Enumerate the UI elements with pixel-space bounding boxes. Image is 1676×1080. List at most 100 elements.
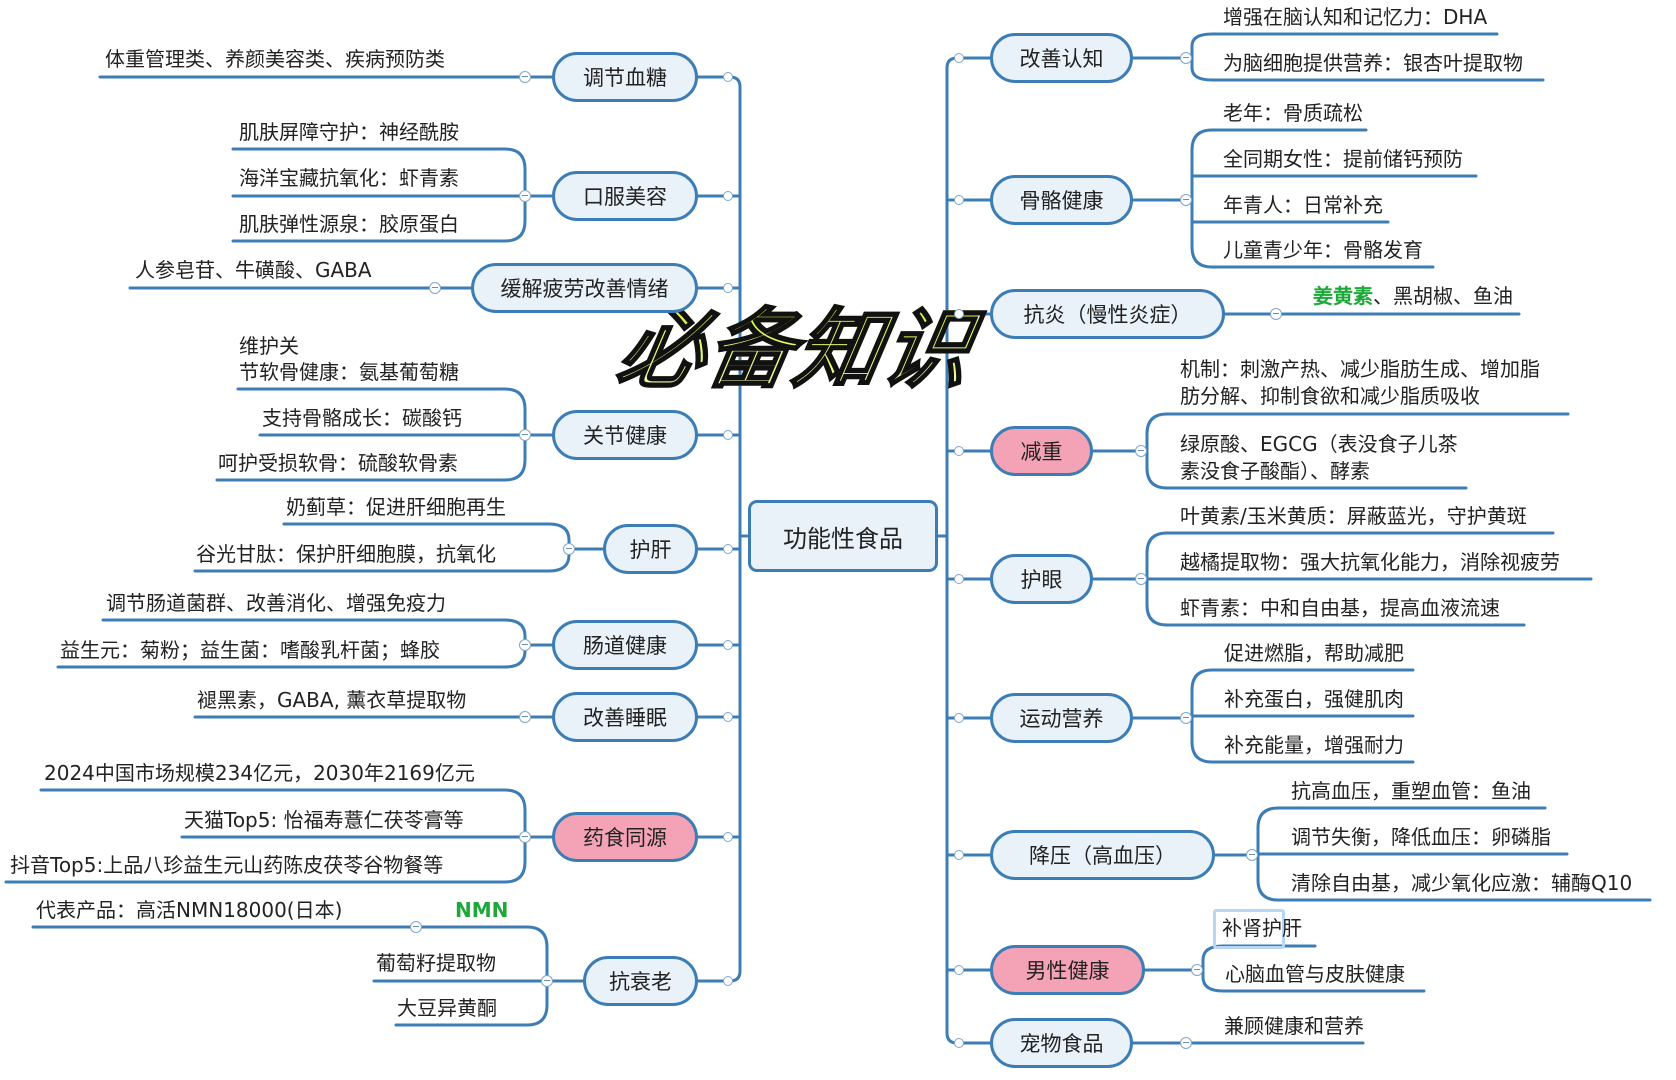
connector-dot[interactable] — [723, 712, 733, 722]
node-relieve-fatigue[interactable]: 缓解疲劳改善情绪 — [471, 263, 698, 313]
collapse-toggle[interactable] — [1191, 964, 1203, 976]
leaf-item[interactable]: 天猫Top5: 怡福寿薏仁茯苓膏等 — [184, 808, 464, 832]
collapse-toggle[interactable] — [1246, 849, 1258, 861]
collapse-toggle[interactable] — [519, 429, 531, 441]
leaf-item[interactable]: 全同期女性：提前储钙预防 — [1223, 147, 1463, 171]
node-anti-inflammation[interactable]: 抗炎（慢性炎症） — [990, 289, 1225, 339]
collapse-toggle[interactable] — [519, 190, 531, 202]
connector-dot[interactable] — [723, 544, 733, 554]
leaf-item[interactable]: 代表产品：高活NMN18000(日本) — [36, 898, 343, 922]
connector-dot[interactable] — [954, 53, 964, 63]
leaf-item[interactable]: 2024中国市场规模234亿元，2030年2169亿元 — [44, 761, 475, 785]
connector-dot[interactable] — [723, 976, 733, 986]
leaf-item[interactable]: 大豆异黄酮 — [397, 996, 497, 1020]
collapse-toggle[interactable] — [1270, 308, 1282, 320]
connector-dot[interactable] — [723, 430, 733, 440]
leaf-item[interactable]: 叶黄素/玉米黄质：屏蔽蓝光，守护黄斑 — [1180, 504, 1527, 528]
connector-dot[interactable] — [954, 965, 964, 975]
collapse-toggle[interactable] — [1180, 1037, 1192, 1049]
leaf-item[interactable]: 调节失衡，降低血压：卵磷脂 — [1291, 825, 1551, 849]
leaf-item[interactable]: 肌肤弹性源泉：胶原蛋白 — [239, 212, 459, 236]
collapse-toggle[interactable] — [519, 71, 531, 83]
leaf-item[interactable]: 老年：骨质疏松 — [1223, 101, 1363, 125]
collapse-toggle[interactable] — [563, 543, 575, 555]
leaf-item-line2[interactable]: 肪分解、抑制食欲和减少脂质吸收 — [1180, 384, 1480, 408]
connector-dot[interactable] — [954, 309, 964, 319]
connector-dot[interactable] — [954, 713, 964, 723]
collapse-toggle[interactable] — [1135, 573, 1147, 585]
leaf-item-line1[interactable]: 维护关 — [239, 334, 299, 358]
leaf-item[interactable]: 抗高血压，重塑血管：鱼油 — [1291, 779, 1531, 803]
leaf-item-line2[interactable]: 素没食子酸酯）、酵素 — [1180, 459, 1370, 483]
node-sports-nutrition[interactable]: 运动营养 — [990, 693, 1133, 743]
leaf-item[interactable]: 越橘提取物：强大抗氧化能力，消除视疲劳 — [1180, 550, 1560, 574]
leaf-item[interactable]: 虾青素：中和自由基，提高血液流速 — [1180, 596, 1500, 620]
leaf-item[interactable]: 人参皂苷、牛磺酸、GABA — [135, 258, 372, 282]
node-improve-cognition[interactable]: 改善认知 — [990, 33, 1133, 83]
node-bone-health[interactable]: 骨骼健康 — [990, 175, 1133, 225]
connector-dot[interactable] — [954, 446, 964, 456]
leaf-item[interactable]: 体重管理类、养颜美容类、疾病预防类 — [105, 47, 445, 71]
leaf-item[interactable]: 为脑细胞提供营养：银杏叶提取物 — [1223, 51, 1523, 75]
node-liver-protection[interactable]: 护肝 — [603, 524, 698, 574]
connector-dot[interactable] — [723, 283, 733, 293]
leaf-item-line1[interactable]: 绿原酸、EGCG（表没食子儿茶 — [1180, 432, 1458, 456]
node-eye-protection[interactable]: 护眼 — [990, 554, 1093, 604]
leaf-item[interactable]: 葡萄籽提取物 — [376, 951, 496, 975]
leaf-item[interactable]: 益生元：菊粉；益生菌：嗜酸乳杆菌；蜂胶 — [60, 638, 440, 662]
connector-dot[interactable] — [954, 850, 964, 860]
node-food-medicine-homology[interactable]: 药食同源 — [552, 812, 698, 862]
leaf-item[interactable]: 抖音Top5:上品八珍益生元山药陈皮茯苓谷物餐等 — [10, 853, 444, 877]
leaf-item[interactable]: 增强在脑认知和记忆力：DHA — [1223, 5, 1488, 29]
connector-dot[interactable] — [723, 832, 733, 842]
leaf-item-line2[interactable]: 节软骨健康：氨基葡萄糖 — [239, 360, 459, 384]
leaf-item[interactable]: 褪黑素，GABA, 薰衣草提取物 — [197, 688, 467, 712]
leaf-item[interactable]: 支持骨骼成长：碳酸钙 — [262, 406, 462, 430]
leaf-item[interactable]: 肌肤屏障守护：神经酰胺 — [239, 120, 459, 144]
collapse-toggle[interactable] — [1180, 712, 1192, 724]
connector-dot[interactable] — [723, 72, 733, 82]
node-anti-aging[interactable]: 抗衰老 — [583, 956, 698, 1006]
node-gut-health[interactable]: 肠道健康 — [552, 620, 698, 670]
collapse-toggle[interactable] — [1180, 194, 1192, 206]
leaf-item[interactable]: 儿童青少年：骨骼发育 — [1223, 238, 1423, 262]
connector-dot[interactable] — [954, 574, 964, 584]
leaf-item-line1[interactable]: 机制：刺激产热、减少脂肪生成、增加脂 — [1180, 357, 1540, 381]
leaf-item[interactable]: 心脑血管与皮肤健康 — [1225, 962, 1405, 986]
leaf-item-selected[interactable]: 补肾护肝 — [1222, 916, 1302, 940]
node-weight-loss[interactable]: 减重 — [990, 426, 1093, 476]
leaf-item[interactable]: 促进燃脂，帮助减肥 — [1224, 641, 1404, 665]
leaf-item[interactable]: 姜黄素、黑胡椒、鱼油 — [1313, 283, 1513, 309]
node-pet-food[interactable]: 宠物食品 — [990, 1018, 1133, 1068]
collapse-toggle[interactable] — [519, 711, 531, 723]
collapse-toggle[interactable] — [410, 921, 422, 933]
collapse-toggle[interactable] — [519, 639, 531, 651]
node-regulate-blood-sugar[interactable]: 调节血糖 — [552, 52, 698, 102]
collapse-toggle[interactable] — [1135, 445, 1147, 457]
collapse-toggle[interactable] — [1180, 52, 1192, 64]
node-men-health[interactable]: 男性健康 — [990, 945, 1145, 995]
leaf-item[interactable]: 补充蛋白，强健肌肉 — [1224, 687, 1404, 711]
connector-dot[interactable] — [723, 640, 733, 650]
leaf-item[interactable]: 谷光甘肽：保护肝细胞膜，抗氧化 — [196, 542, 496, 566]
node-lower-blood-pressure[interactable]: 降压（高血压） — [990, 830, 1215, 880]
leaf-item[interactable]: 兼顾健康和营养 — [1224, 1014, 1364, 1038]
collapse-toggle[interactable] — [429, 282, 441, 294]
leaf-item[interactable]: 补充能量，增强耐力 — [1224, 733, 1404, 757]
leaf-item[interactable]: 调节肠道菌群、改善消化、增强免疫力 — [106, 591, 446, 615]
collapse-toggle[interactable] — [519, 831, 531, 843]
connector-dot[interactable] — [954, 1038, 964, 1048]
leaf-item[interactable]: 奶蓟草：促进肝细胞再生 — [286, 495, 506, 519]
leaf-item[interactable]: 清除自由基，减少氧化应激：辅酶Q10 — [1291, 871, 1633, 895]
connector-dot[interactable] — [723, 191, 733, 201]
node-improve-sleep[interactable]: 改善睡眠 — [552, 692, 698, 742]
leaf-item-nmn[interactable]: NMN — [455, 898, 509, 922]
node-joint-health[interactable]: 关节健康 — [552, 410, 698, 460]
connector-dot[interactable] — [954, 195, 964, 205]
leaf-item[interactable]: 年青人：日常补充 — [1223, 193, 1383, 217]
leaf-item[interactable]: 呵护受损软骨：硫酸软骨素 — [218, 451, 458, 475]
root-node[interactable]: 功能性食品 — [748, 500, 938, 572]
leaf-item[interactable]: 海洋宝藏抗氧化：虾青素 — [239, 166, 459, 190]
node-oral-beauty[interactable]: 口服美容 — [552, 171, 698, 221]
collapse-toggle[interactable] — [541, 975, 553, 987]
